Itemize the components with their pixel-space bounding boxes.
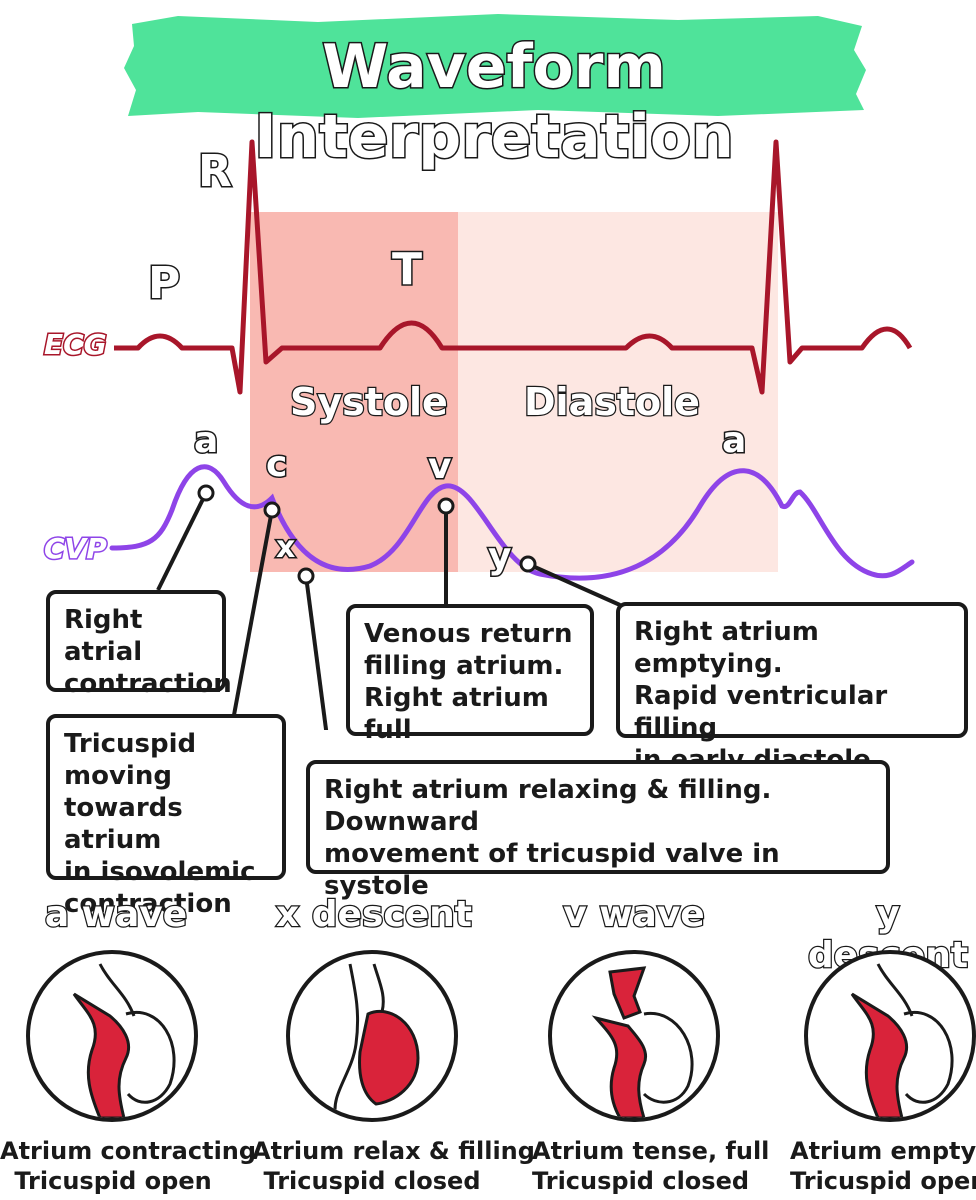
marker-x <box>297 567 315 585</box>
marker-a <box>197 484 215 502</box>
label-y-descent: y <box>486 535 513 579</box>
label-v-wave: v <box>426 445 453 489</box>
page-title: Waveform Interpretation <box>253 31 736 174</box>
heart-y-icon <box>850 963 954 1118</box>
panel-title-x-descent: x descent <box>275 893 473 937</box>
diastole-region <box>458 212 778 572</box>
leader-c <box>232 509 274 716</box>
panel-caption-a-wave: Atrium contracting Tricuspid open <box>0 1137 257 1195</box>
label-systole: Systole <box>289 379 449 426</box>
box-v-wave: Venous return filling atrium. Right atri… <box>346 604 594 745</box>
heart-illustration-y-descent <box>804 950 976 1122</box>
waveform-diagram <box>109 139 915 730</box>
box-c-wave: Tricuspid moving towards atrium in isovo… <box>46 714 286 919</box>
heart-v-icon <box>591 966 694 1118</box>
panel-title-a-wave: a wave <box>44 893 189 937</box>
label-cvp-row: CVP <box>43 531 109 567</box>
title-banner: Waveform Interpretation <box>118 10 870 174</box>
heart-illustration-x-descent <box>286 950 458 1122</box>
marker-v <box>437 497 455 515</box>
banner-brush-shape <box>124 14 866 118</box>
heart-a-icon <box>72 963 176 1118</box>
label-ecg-row: ECG <box>43 327 109 363</box>
label-c-wave: c <box>264 443 288 487</box>
label-p: P <box>146 257 181 311</box>
panel-caption-v-wave: Atrium tense, full Tricuspid closed <box>532 1137 770 1195</box>
panel-title-v-wave: v wave <box>562 893 706 937</box>
heart-illustration-v-wave <box>548 950 720 1122</box>
marker-c <box>263 501 281 519</box>
heart-x-icon <box>333 963 420 1118</box>
box-a-wave: Right atrial contraction <box>46 590 232 699</box>
leader-x <box>304 575 329 730</box>
leader-y <box>527 562 621 607</box>
leader-a <box>156 492 208 591</box>
label-a-wave-2: a <box>720 419 747 463</box>
box-y-descent: Right atrium emptying. Rapid ventricular… <box>616 602 968 775</box>
ecg-trace <box>114 139 913 395</box>
label-r: R <box>197 145 234 199</box>
label-a-wave-1: a <box>192 419 219 463</box>
label-t: T <box>390 243 423 297</box>
systole-region <box>250 212 458 572</box>
label-diastole: Diastole <box>523 379 701 426</box>
label-x-descent: x <box>274 529 296 567</box>
panel-caption-x-descent: Atrium relax & filling Tricuspid closed <box>252 1137 535 1195</box>
marker-y <box>519 555 537 573</box>
heart-illustration-a-wave <box>26 950 198 1122</box>
box-x-descent: Right atrium relaxing & filling. Downwar… <box>306 760 890 901</box>
cvp-trace <box>109 464 915 581</box>
panel-caption-y-descent: Atrium emptying Tricuspid open <box>790 1137 976 1195</box>
